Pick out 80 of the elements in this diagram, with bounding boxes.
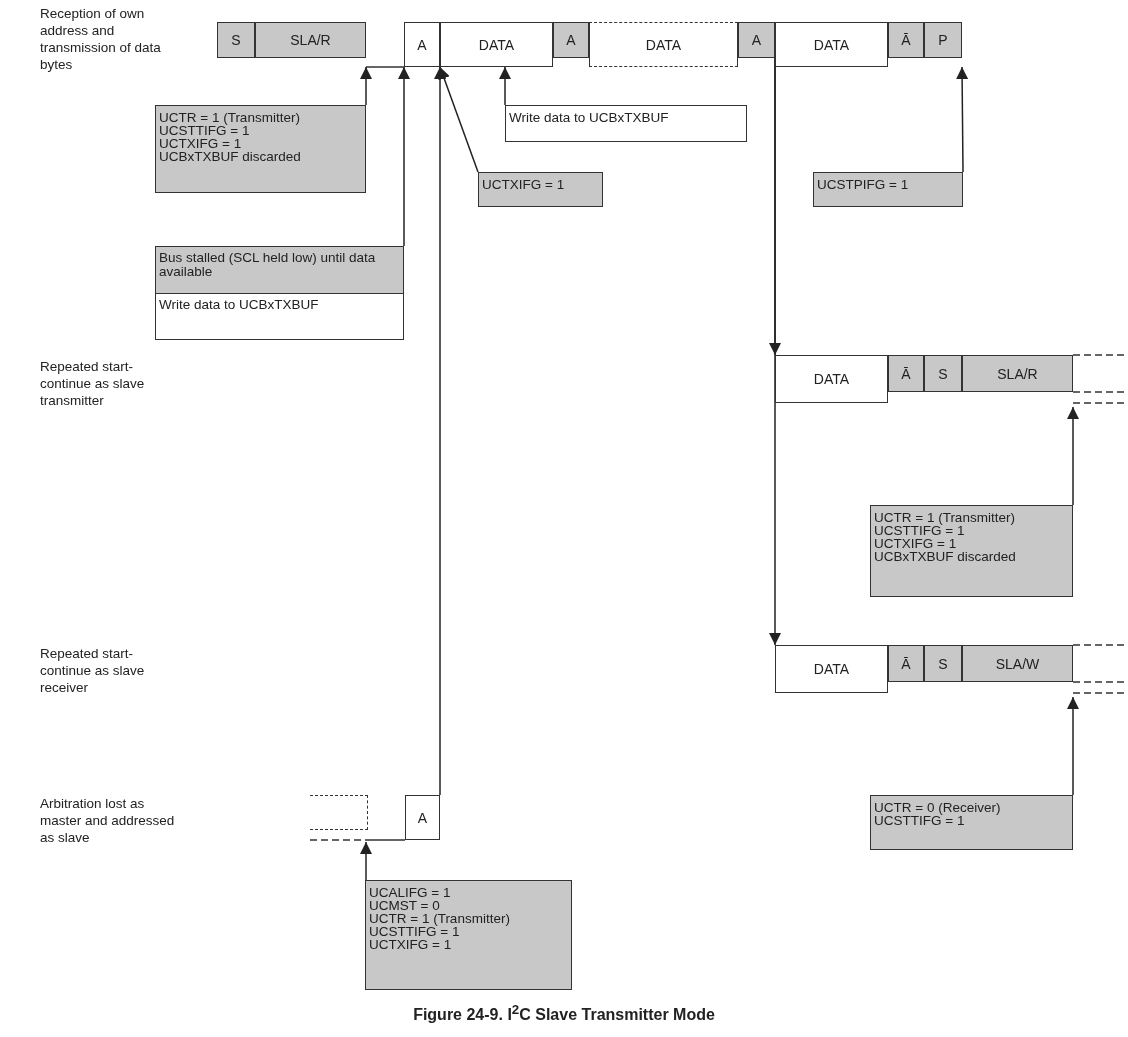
note-text: UCMST = 0 [369,899,441,912]
flag-note-box [505,105,747,142]
field-label: A [417,36,427,53]
note-text: UCSTTIFG = 1 [874,814,965,827]
frame-field [255,22,366,58]
flag-note-box [813,172,963,207]
frame-field [924,355,962,392]
note-text: UCBxTXBUF discarded [874,550,1017,563]
frame-field [888,22,924,58]
field-label: Ā [901,655,911,672]
field-label: S [938,655,948,672]
frame-field [553,22,589,58]
note-text: UCTR = 1 (Transmitter) [159,111,301,124]
frame-field [962,645,1073,682]
figure-caption: Figure 24-9. I$^{2}$C Slave Transmitter Mode [412,1002,716,1025]
frame-field [405,795,440,840]
field-label: S [938,365,948,382]
flag-note-box [870,795,1073,850]
row-label: Reception of own address and transmission of data bytes [40,5,162,73]
frame-field [962,355,1073,392]
flag-note-box [155,105,366,193]
field-label: Ā [901,32,911,48]
arrow [360,841,372,881]
note-text: Write data to UCBxTXBUF [509,111,670,124]
arrow [360,66,372,106]
frame-field [217,22,255,58]
row-label: Repeated start- continue as slave receiver [40,645,146,696]
frame-field [888,355,924,392]
arrow [1067,406,1079,506]
note-text: UCTXIFG = 1 [482,178,566,191]
note-text: UCSTTIFG = 1 [369,925,460,938]
frame-field [924,22,962,58]
note-text: UCTR = 0 (Receiver) [874,801,1002,814]
field-label: DATA [478,36,515,53]
field-label: A [566,32,576,48]
flag-note-box [365,880,572,990]
flag-note-box [478,172,603,207]
arrow [956,66,969,173]
note-text: UCTR = 1 (Transmitter) [369,912,511,925]
note-text: UCTXIFG = 1 [369,938,453,951]
frame-field [738,22,775,58]
flag-note-box [870,505,1073,597]
frame-field [924,645,962,682]
field-label: SLA/W [995,655,1040,672]
frame-field [404,22,440,67]
note-text: UCBxTXBUF discarded [159,150,302,163]
arrow [438,66,479,173]
arrow [434,66,446,796]
field-label: DATA [645,36,682,53]
note-text: Bus stalled (SCL held low) until data available [156,247,403,293]
row-label: Repeated start- continue as slave transmitter [40,358,146,409]
field-label: A [417,809,428,826]
note-text: UCALIFG = 1 [369,886,452,899]
field-label: Ā [901,365,911,382]
note-text: UCSTPIFG = 1 [817,178,910,191]
frame-field [775,645,888,693]
field-label: DATA [813,36,850,53]
arrow [398,66,410,247]
field-label: SLA/R [997,365,1038,382]
field-label: A [751,32,762,48]
dashed-box [310,795,368,830]
note-text: UCTXIFG = 1 [874,537,958,550]
field-label: S [231,32,241,48]
field-label: DATA [813,371,850,387]
note-box [155,246,404,340]
arrow [499,66,511,106]
field-label: DATA [813,661,850,677]
note-text: UCSTTIFG = 1 [874,524,965,537]
field-label: SLA/R [290,32,331,48]
note-text: UCTXIFG = 1 [159,137,243,150]
frame-field [888,645,924,682]
frame-field [589,22,738,67]
arrow [1067,696,1079,796]
field-label: P [938,32,948,48]
row-label: Arbitration lost as master and addressed as slave [40,795,175,846]
frame-field [775,22,888,67]
note-text: UCSTTIFG = 1 [159,124,250,137]
frame-field [440,22,553,67]
note-text: UCTR = 1 (Transmitter) [874,511,1016,524]
frame-field [775,355,888,403]
